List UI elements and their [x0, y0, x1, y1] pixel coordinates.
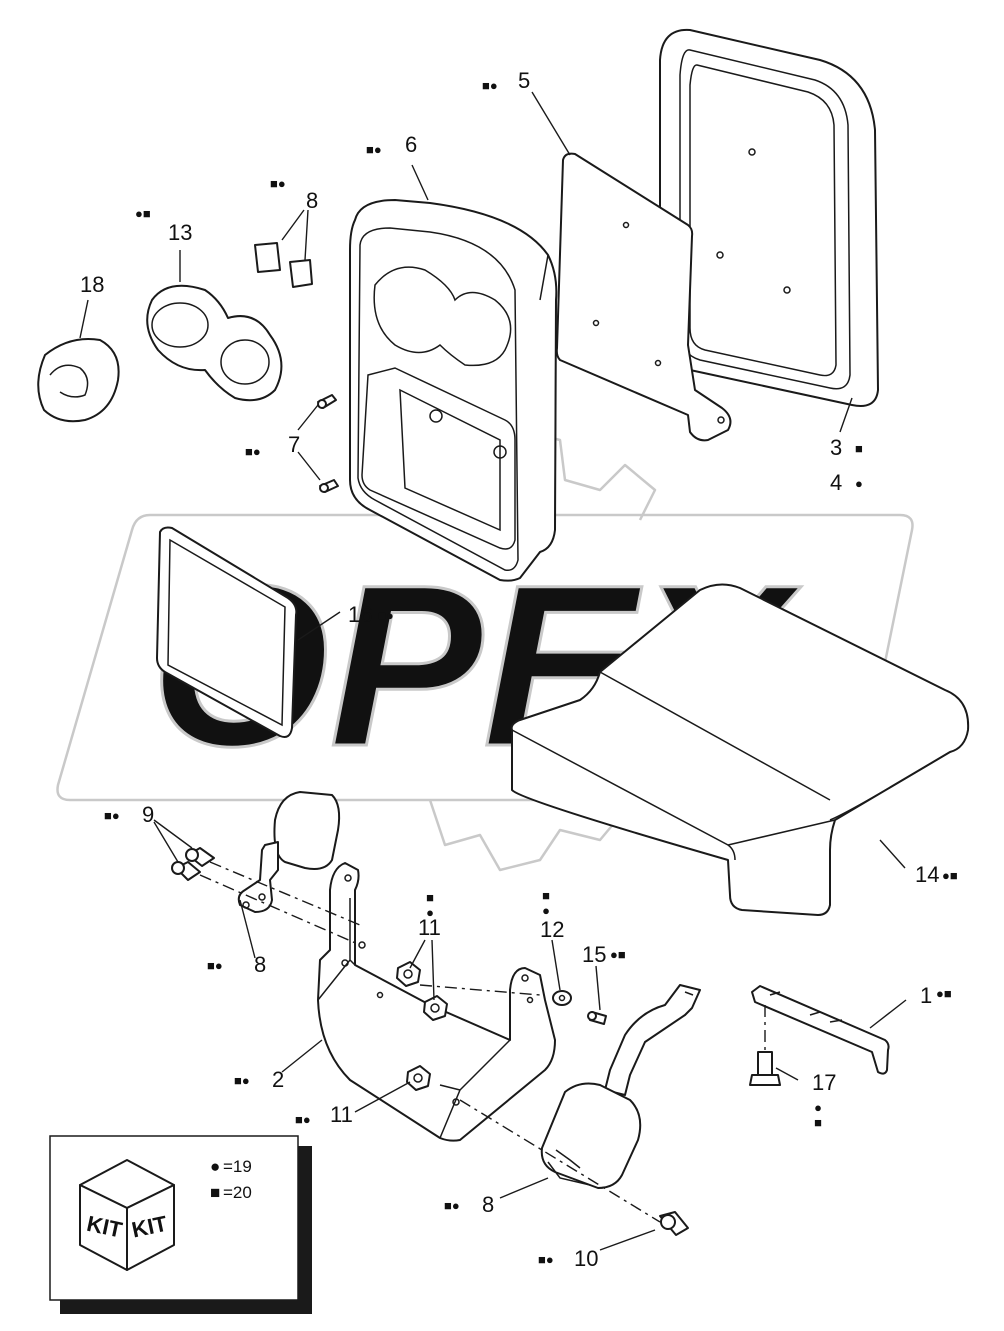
- bezel: [146, 284, 283, 402]
- nut-11-c: [406, 1065, 431, 1091]
- callout-3-number: 3: [830, 435, 842, 460]
- callout-7-number: 7: [288, 432, 300, 457]
- belt-retractor: [540, 984, 701, 1189]
- callout-13-symbols: ●■: [942, 868, 958, 883]
- callout-9-number: 8: [306, 188, 318, 213]
- callout-7-symbols: ■●: [245, 444, 261, 459]
- callout-16-symbols: ●■: [135, 206, 151, 221]
- callout-1-number: 1: [920, 983, 932, 1008]
- callout-8a-symbols: ■●: [207, 958, 223, 973]
- callout-10b-symbols: ■●: [538, 1252, 554, 1267]
- callout-4-number: 4: [830, 470, 842, 495]
- callout-10a-symbols: ■●: [104, 808, 120, 823]
- callout-2-number: 2: [272, 1067, 284, 1092]
- nut-11-a: [396, 961, 421, 987]
- bolt-14: [749, 1051, 781, 1086]
- callout-11b-symbols: ■●: [295, 1112, 311, 1127]
- screw-15: [587, 1011, 607, 1025]
- callout-17-symbols: ■●: [378, 608, 394, 623]
- nut-11-b: [423, 995, 448, 1021]
- callout-11a-number: 11: [418, 915, 441, 940]
- callout-14-symbols: ●■: [811, 1100, 826, 1130]
- callout-15-symbols: ●■: [610, 947, 626, 962]
- callout-15-number: 15: [582, 942, 606, 967]
- callout-10a-number: 9: [142, 802, 154, 827]
- callout-13-number: 14: [915, 862, 939, 887]
- seat-cushion: [510, 583, 970, 916]
- leader-lines: [79, 91, 907, 1251]
- seat-bracket: [317, 862, 556, 1142]
- callout-14-number-visible: 17: [812, 1070, 836, 1095]
- back-plate: [555, 152, 732, 442]
- kit-legend: KIT KIT ● =19 ■ =20: [49, 1135, 312, 1314]
- callout-3-symbols: ■: [855, 441, 863, 456]
- callout-8b-symbols-visible: ■●: [444, 1198, 460, 1213]
- callout-10b-number: 10: [574, 1246, 598, 1271]
- callout-8a-number: 8: [254, 952, 266, 977]
- washer: [552, 990, 572, 1006]
- hinge-bracket: [751, 985, 890, 1075]
- callout-6-symbols: ■●: [366, 142, 382, 157]
- kit-cube-icon: KIT KIT: [79, 1159, 175, 1271]
- bolt-10-upper-b: [171, 861, 201, 881]
- panel: [156, 526, 298, 738]
- callout-6-number: 6: [405, 132, 417, 157]
- callout-4-symbols: ●: [855, 476, 863, 491]
- callout-18-number: 18: [80, 272, 104, 297]
- knob: [37, 338, 120, 423]
- callout-12-symbols: ■●: [539, 888, 554, 918]
- legend-text-20: =20: [223, 1183, 252, 1202]
- callout-11a-symbols: ■●: [423, 890, 438, 920]
- callout-labels: ■● 5 ■● 6 ■● 8 ●■ 13 18 ■● 7 3 ■ 4 ● 16 …: [80, 68, 958, 1271]
- callout-1-symbols: ●■: [936, 986, 952, 1001]
- callout-16-number: 13: [168, 220, 192, 245]
- legend-symbol-20: ■: [210, 1183, 220, 1202]
- bolt-10-lower: [659, 1211, 689, 1236]
- callout-5-symbols: ■●: [482, 78, 498, 93]
- assembly-centerlines: [199, 861, 766, 1223]
- callout-9-symbols: ■●: [270, 176, 286, 191]
- pads: [254, 242, 313, 288]
- callout-2-symbols: ■●: [234, 1073, 250, 1088]
- seat-back-cushion: [349, 199, 558, 582]
- callout-12-number: 12: [540, 917, 564, 942]
- seat-back-shell: [659, 28, 879, 407]
- callout-8b-number-visible: 8: [482, 1192, 494, 1217]
- screw-7-lower: [319, 479, 339, 493]
- callout-5-number: 5: [518, 68, 530, 93]
- screw-7-upper: [317, 394, 337, 409]
- callout-17-number: 16: [348, 602, 372, 627]
- legend-symbol-19: ●: [210, 1157, 220, 1176]
- legend-text-19: =19: [223, 1157, 252, 1176]
- bolt-10-upper-a: [185, 847, 215, 867]
- callout-11b-number: 11: [330, 1102, 353, 1127]
- buckle-upper: [237, 791, 341, 913]
